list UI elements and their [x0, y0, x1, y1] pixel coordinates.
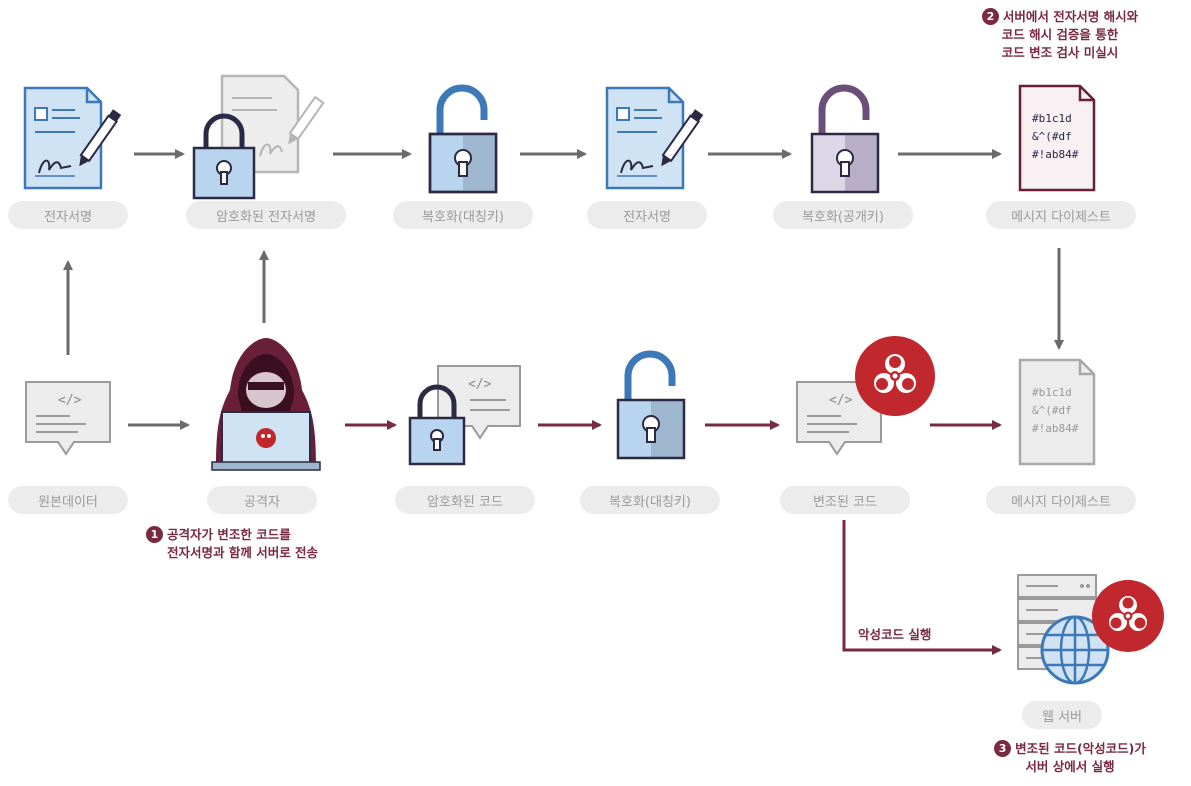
label-decrypt-public: 복호화(공개키): [773, 201, 913, 229]
label-web-server: 웹 서버: [1022, 701, 1102, 729]
biohazard-icon: [855, 336, 935, 416]
note-1-line-1: 공격자가 변조한 코드를: [167, 527, 291, 542]
message-digest-document-icon-2: #b1c1d &^(#df #!ab84#: [1018, 358, 1096, 466]
signed-document-icon: [23, 86, 122, 190]
code-tag-1: </>: [58, 393, 82, 408]
label-tampered-code: 변조된 코드: [780, 486, 910, 514]
label-decrypt-symmetric: 복호화(대칭키): [393, 201, 533, 229]
note-2-number: 2: [981, 8, 999, 25]
note-2-line-3: 코드 변조 검사 미실시: [1001, 45, 1119, 60]
note-1-number: 1: [146, 526, 163, 543]
unlocked-padlock-public-key-icon: [810, 84, 880, 194]
top-arrows: [63, 149, 1064, 355]
label-e-signature-2: 전자서명: [587, 201, 707, 229]
note-2-line-2: 코드 해시 검증을 통한: [1001, 27, 1119, 42]
hacker-attacker-icon: [211, 338, 321, 471]
signed-document-icon-2: [605, 86, 704, 190]
label-original-data: 원본데이터: [8, 486, 128, 514]
label-message-digest: 메시지 다이제스트: [986, 201, 1136, 229]
message-digest-document-icon: #b1c1d &^(#df #!ab84#: [1018, 84, 1096, 192]
digest-line-3b: #!ab84#: [1032, 422, 1079, 435]
unlocked-padlock-icon-2: [616, 350, 686, 460]
code-tag-2: </>: [468, 377, 492, 392]
globe-icon: [1040, 615, 1110, 685]
tampered-code-icon: </>: [796, 381, 882, 456]
digest-line-1: #b1c1d: [1032, 112, 1072, 125]
note-1-line-2: 전자서명과 함께 서버로 전송: [167, 545, 319, 560]
biohazard-icon-2: [1092, 580, 1164, 652]
original-data-code-icon: </>: [25, 381, 111, 456]
digest-line-2: &^(#df: [1032, 130, 1072, 143]
encrypted-signature-icon: [192, 74, 325, 200]
note-2-line-1: 서버에서 전자서명 해시와: [1002, 9, 1139, 24]
label-message-digest-2: 메시지 다이제스트: [986, 486, 1136, 514]
note-3-number: 3: [994, 740, 1012, 757]
unlocked-padlock-icon: [428, 84, 498, 194]
digest-line-3: #!ab84#: [1032, 148, 1079, 161]
label-encrypted-signature: 암호화된 전자서명: [186, 201, 346, 229]
label-attacker: 공격자: [207, 486, 317, 514]
label-decrypt-symmetric-2: 복호화(대칭키): [580, 486, 720, 514]
bottom-arrows: [128, 420, 1002, 655]
digest-line-2b: &^(#df: [1032, 404, 1072, 417]
label-encrypted-code: 암호화된 코드: [395, 486, 535, 514]
digest-line-1b: #b1c1d: [1032, 386, 1072, 399]
code-tag-3: </>: [829, 393, 853, 408]
label-e-signature: 전자서명: [8, 201, 128, 229]
malware-execution-label: 악성코드 실행: [858, 627, 932, 642]
note-1: 1 공격자가 변조한 코드를 전자서명과 함께 서버로 전송: [146, 526, 318, 562]
note-3-line-2: 서버 상에서 실행: [1025, 759, 1115, 774]
encrypted-code-icon: </>: [408, 365, 521, 466]
note-3-line-1: 변조된 코드(악성코드)가: [1015, 741, 1146, 756]
